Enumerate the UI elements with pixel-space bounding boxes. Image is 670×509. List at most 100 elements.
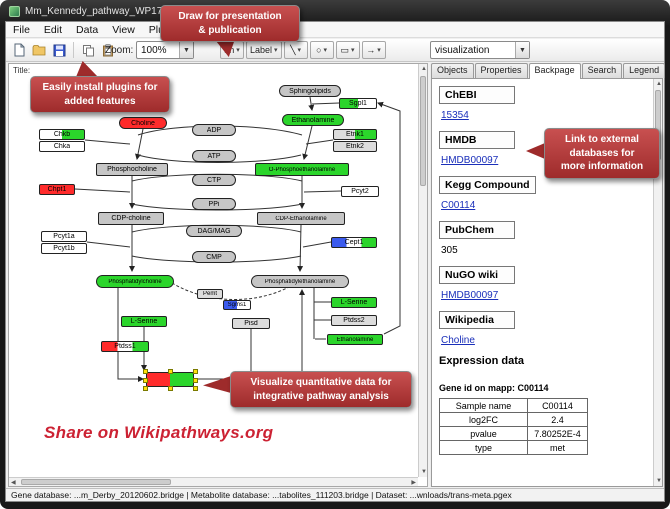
tab-properties[interactable]: Properties [474, 63, 528, 78]
chevron-down-icon[interactable]: ▾ [236, 47, 240, 54]
pathway-node[interactable]: Ethanolamine [327, 334, 383, 345]
copy-button[interactable] [79, 41, 97, 59]
tool-button-2[interactable]: ╲▾ [283, 41, 308, 59]
tab-objects[interactable]: Objects [431, 63, 474, 78]
pathway-node[interactable]: L-Serine [121, 316, 167, 327]
zoom-combobox[interactable]: 100% ▼ [136, 41, 194, 59]
section-link[interactable]: 15354 [441, 110, 469, 121]
selection-handle[interactable] [193, 377, 198, 383]
pathway-node[interactable]: Etnk2 [333, 141, 377, 152]
open-button[interactable] [30, 41, 48, 59]
tool-button-4[interactable]: ▭▾ [335, 41, 360, 59]
pathway-node[interactable]: Pcyt1b [41, 243, 87, 254]
node-label: ADP [206, 126, 222, 134]
visualization-combobox[interactable]: visualization ▼ [430, 41, 530, 59]
new-file-button[interactable] [10, 41, 28, 59]
pathway-node[interactable]: Phosphatidylcholine [96, 275, 174, 288]
pathway-node[interactable]: Sphingolipids [279, 85, 341, 97]
pathway-node[interactable]: Sgpl1 [339, 98, 377, 109]
scroll-down-icon[interactable]: ▼ [421, 469, 427, 475]
pathway-drawing-area[interactable]: Title: [9, 64, 418, 477]
pathway-node[interactable]: CDP-choline [98, 212, 164, 225]
scrollbar-thumb[interactable] [21, 479, 171, 485]
scroll-right-icon[interactable]: ▶ [411, 480, 416, 486]
pathway-canvas[interactable]: Title: [8, 63, 428, 487]
pathway-node[interactable]: Phosphocholine [96, 163, 168, 176]
pathway-node[interactable]: L-Serine [331, 297, 377, 308]
scroll-down-icon[interactable]: ▼ [656, 478, 662, 484]
selection-handle[interactable] [143, 377, 148, 383]
pathway-node[interactable]: Ptdss2 [331, 315, 377, 326]
tab-search[interactable]: Search [581, 63, 623, 78]
titlebar[interactable]: Mm_Kennedy_pathway_WP1771_45176.gpml [9, 3, 661, 19]
pathway-node[interactable]: Pemt [197, 289, 223, 299]
selection-handle[interactable] [168, 369, 173, 374]
node-label: Chka [53, 143, 71, 150]
pathway-node[interactable]: Chka [39, 141, 85, 152]
chevron-down-icon[interactable]: ▾ [297, 47, 302, 54]
menu-data[interactable]: Data [76, 23, 99, 36]
selected-data-node[interactable] [143, 369, 198, 391]
menubar: FileEditDataViewPluginsHelp [6, 22, 664, 38]
menu-view[interactable]: View [112, 23, 135, 36]
pathway-node[interactable]: CDP-Ethanolamine [257, 212, 345, 225]
scroll-up-icon[interactable]: ▲ [421, 66, 427, 72]
pathway-node[interactable]: Chpt1 [39, 184, 75, 195]
section-link[interactable]: HMDB00097 [441, 290, 499, 301]
canvas-horizontal-scrollbar[interactable]: ◀ ▶ [9, 477, 418, 486]
pathway-node[interactable]: Ethanolamine [282, 114, 344, 126]
pathway-node[interactable]: Pisd [232, 318, 270, 329]
pathway-node[interactable]: ATP [192, 150, 236, 162]
pathway-node[interactable]: Cept1 [331, 237, 377, 248]
menu-edit[interactable]: Edit [43, 23, 63, 36]
pathway-node[interactable]: Choline [119, 117, 167, 129]
paste-button[interactable] [99, 41, 117, 59]
selection-handle[interactable] [143, 369, 148, 374]
chevron-down-icon[interactable]: ▾ [274, 47, 278, 54]
tool-button-5[interactable]: →▾ [361, 41, 386, 59]
pathway-node[interactable]: Pcyt1a [41, 231, 87, 242]
toolbar-separator [73, 42, 74, 58]
pathway-node[interactable]: Ptdss1 [101, 341, 149, 352]
menu-file[interactable]: File [13, 23, 30, 36]
chevron-down-icon[interactable]: ▼ [515, 42, 529, 58]
paste-icon [103, 43, 113, 56]
pathway-node[interactable]: CMP [192, 251, 236, 263]
pathway-node[interactable]: Phosphatidylethanolamine [251, 275, 349, 288]
pathway-node[interactable]: PPi [192, 198, 236, 210]
section-link[interactable]: C00114 [441, 200, 476, 211]
save-button[interactable] [50, 41, 68, 59]
tab-legend[interactable]: Legend [623, 63, 666, 78]
pathway-node[interactable]: CTP [192, 174, 236, 186]
tab-backpage[interactable]: Backpage [528, 63, 581, 79]
canvas-vertical-scrollbar[interactable]: ▲ ▼ [418, 64, 427, 477]
tool-button-1[interactable]: Label▾ [246, 41, 282, 59]
scroll-up-icon[interactable]: ▲ [656, 81, 662, 87]
callout-line: Visualize quantitative data for [250, 377, 392, 388]
chevron-down-icon[interactable]: ▾ [351, 47, 355, 54]
chevron-down-icon[interactable]: ▾ [377, 47, 381, 54]
pathway-title-label: Title: [13, 66, 31, 75]
pathway-node[interactable]: Sgms1 [223, 300, 251, 310]
tool-glyph: ▭ [340, 44, 350, 55]
pathway-node[interactable]: O-Phosphoethanolamine [255, 163, 349, 176]
chevron-down-icon[interactable]: ▼ [179, 42, 193, 58]
pathway-node[interactable]: DAG/MAG [186, 225, 242, 237]
pathway-node[interactable]: Etnk1 [333, 129, 377, 140]
section-link[interactable]: Choline [441, 335, 475, 346]
scroll-left-icon[interactable]: ◀ [11, 480, 16, 486]
section-link[interactable]: HMDB00097 [441, 155, 499, 166]
chevron-down-icon[interactable]: ▾ [323, 47, 328, 54]
selection-handle[interactable] [193, 386, 198, 391]
pathway-node[interactable]: ADP [192, 124, 236, 136]
scrollbar-thumb[interactable] [420, 76, 426, 186]
selection-handle[interactable] [143, 386, 148, 391]
pathway-node[interactable]: Chkb [39, 129, 85, 140]
selection-handle[interactable] [193, 369, 198, 374]
table-cell: C00114 [527, 398, 588, 413]
tool-button-3[interactable]: ○▾ [309, 41, 334, 59]
selection-handle[interactable] [168, 386, 173, 391]
pathway-node[interactable]: Pcyt2 [341, 186, 379, 197]
